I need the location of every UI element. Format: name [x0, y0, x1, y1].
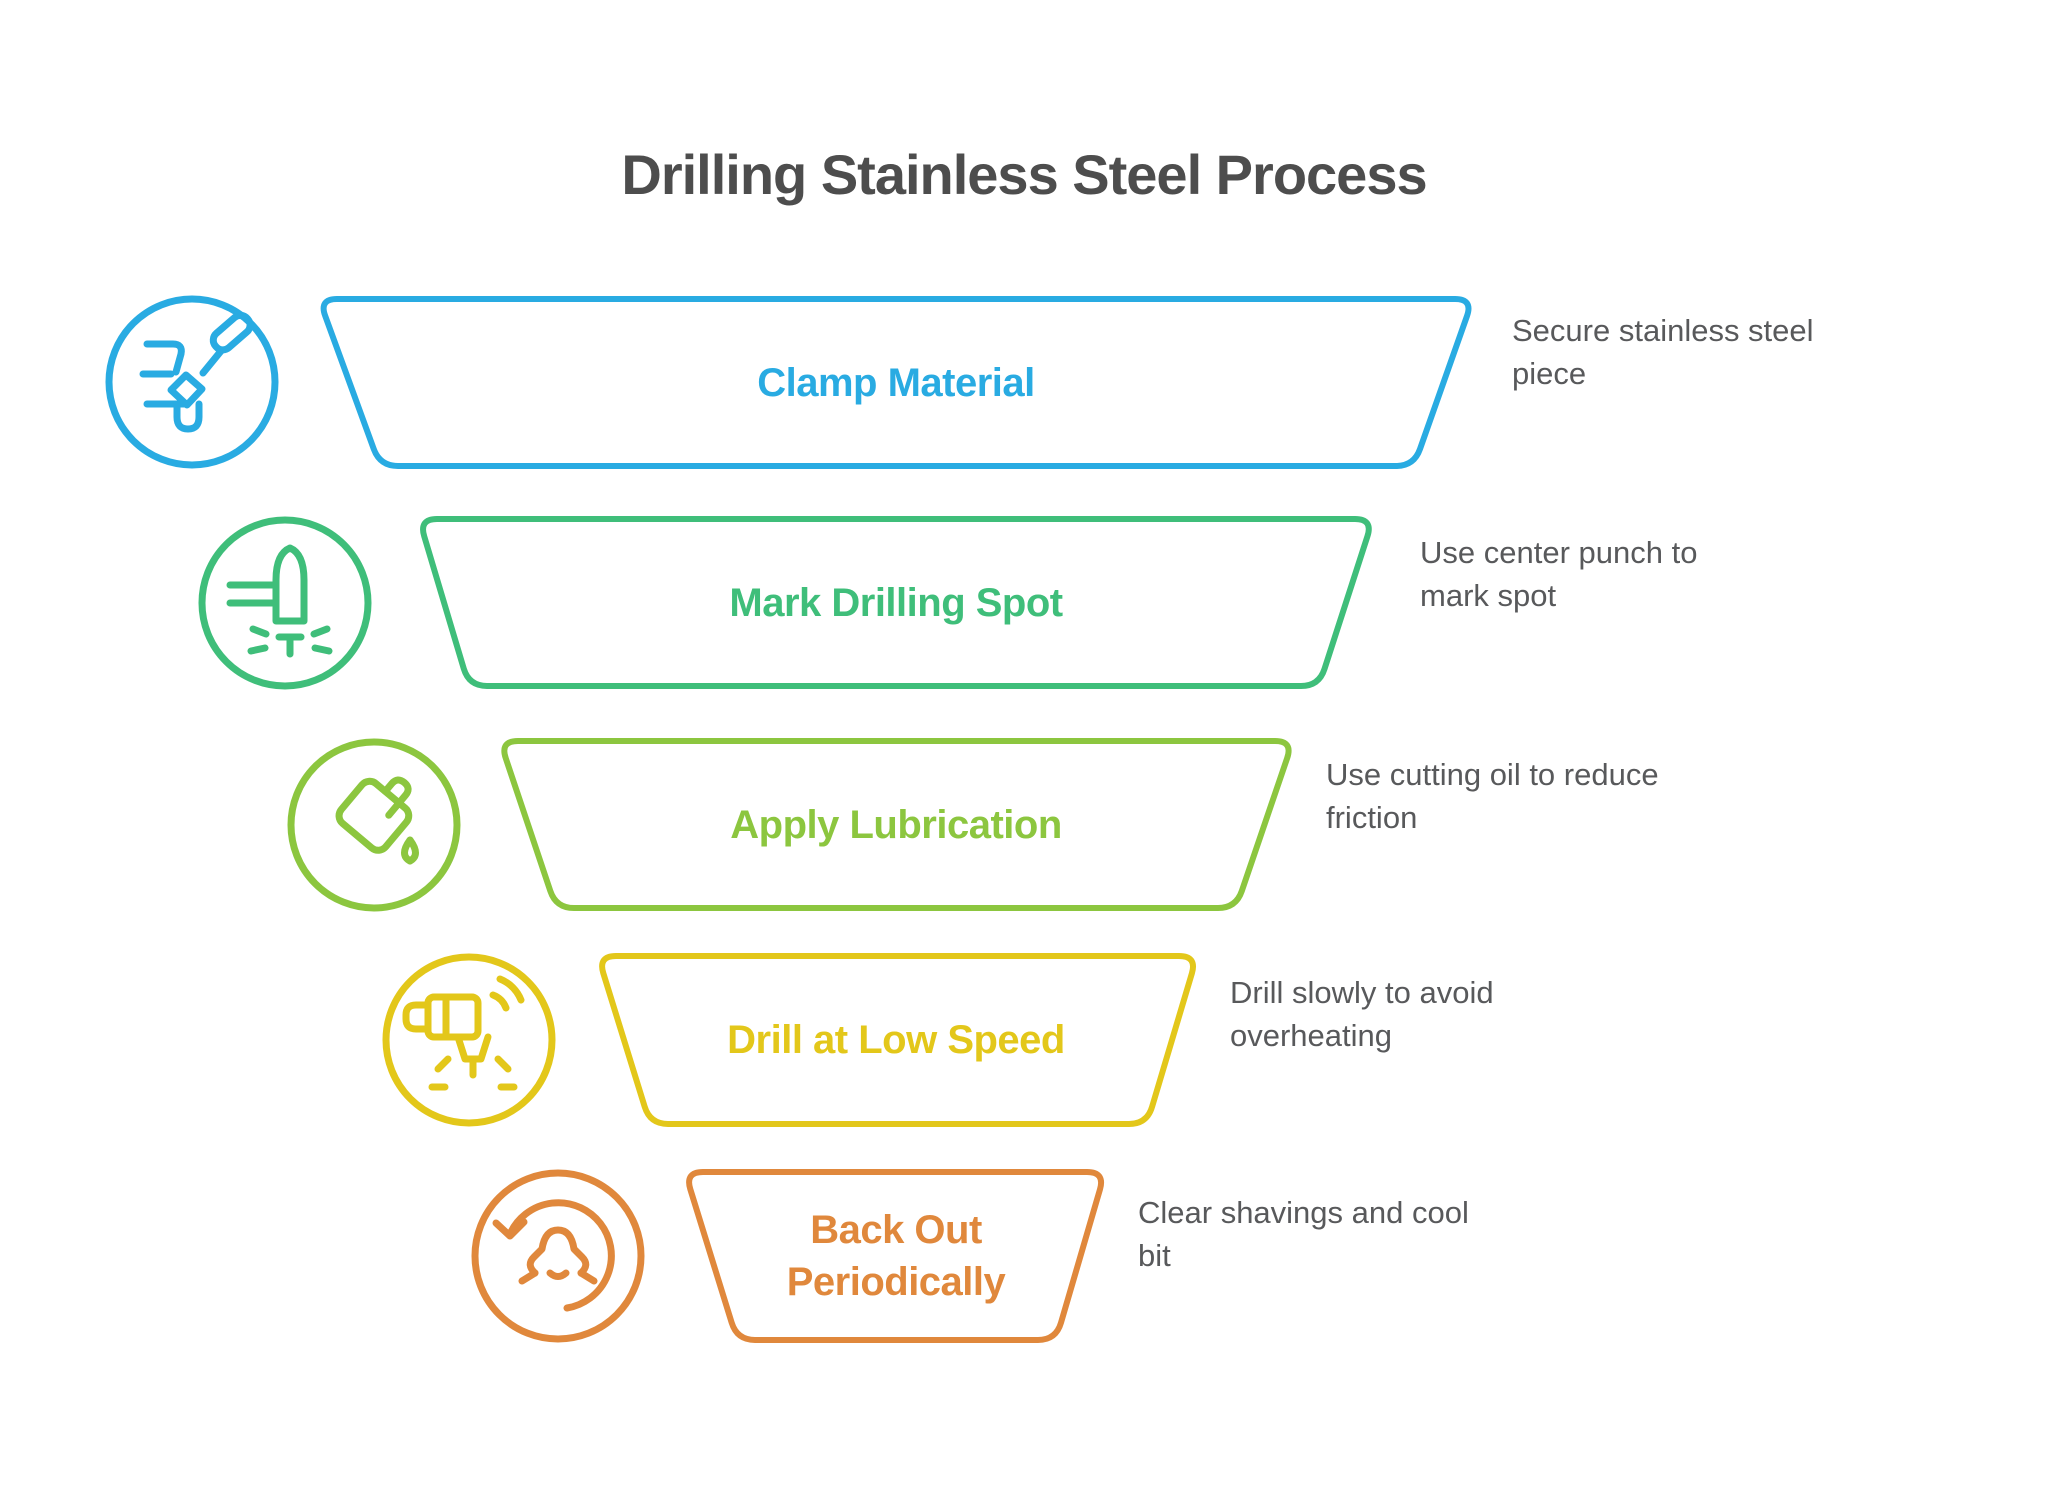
icon-ring [287, 738, 461, 912]
back-out-icon [471, 1169, 645, 1343]
step-label: Mark Drilling Spot [729, 580, 1063, 625]
step-description: Drill slowly to avoid overheating [1230, 975, 1494, 1053]
step-label: Back Out Periodically [786, 1208, 1006, 1304]
page-title: Drilling Stainless Steel Process [621, 142, 1427, 206]
funnel-segment [420, 516, 1372, 689]
oil-can-icon [287, 738, 461, 912]
center-punch-icon [198, 516, 372, 690]
step-label: Apply Lubrication [730, 802, 1062, 847]
funnel-segment [501, 738, 1292, 911]
step-description: Use center punch to mark spot [1420, 535, 1698, 613]
funnel-segment [599, 953, 1197, 1127]
clamp-icon [105, 295, 279, 469]
icon-ring [471, 1169, 645, 1343]
drill-icon [382, 953, 556, 1127]
step-description: Secure stainless steel piece [1512, 313, 1814, 391]
step-description: Clear shavings and cool bit [1138, 1195, 1469, 1273]
step-label: Clamp Material [757, 360, 1035, 405]
step-label: Drill at Low Speed [727, 1018, 1065, 1062]
icon-ring [382, 953, 556, 1127]
funnel-segment [686, 1169, 1105, 1343]
funnel-segment [320, 296, 1472, 469]
step-description: Use cutting oil to reduce friction [1326, 757, 1659, 835]
icon-ring [198, 516, 372, 690]
icon-ring [105, 295, 279, 469]
